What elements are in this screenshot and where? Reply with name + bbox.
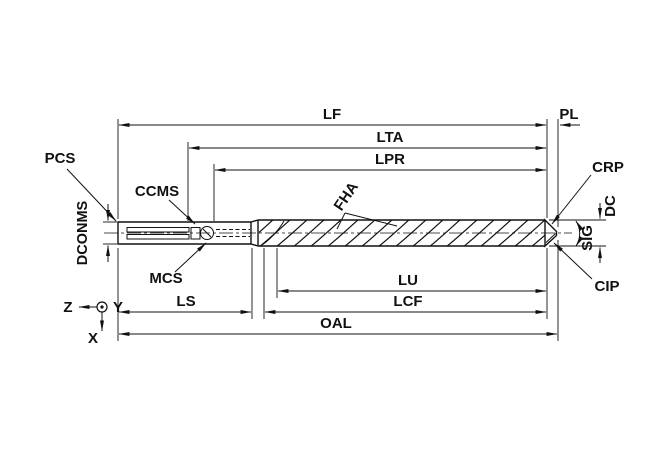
- leader-cip: [553, 242, 593, 280]
- clamping-element: [190, 227, 201, 240]
- leader-pcs: [66, 168, 117, 222]
- label-mcs: MCS: [149, 270, 182, 287]
- dim-sig-angle-arc: [575, 220, 584, 247]
- leader-fha-2: [344, 212, 398, 227]
- drill-shank: [117, 219, 259, 247]
- drill-point: [544, 218, 558, 248]
- label-lta: LTA: [377, 129, 404, 146]
- leader-crp: [551, 174, 592, 225]
- label-lf: LF: [323, 106, 341, 123]
- flute-runout-curve: [261, 220, 285, 246]
- dimension-lines: [106, 123, 602, 336]
- label-ccms: CCMS: [135, 183, 179, 200]
- label-pl: PL: [559, 106, 578, 123]
- shank-internal-bar-top: [126, 227, 190, 233]
- label-lpr: LPR: [375, 151, 405, 168]
- point-facet-line: [545, 233, 556, 243]
- label-sig: SIG: [579, 225, 596, 251]
- label-axis-x: X: [88, 330, 98, 347]
- leader-fha-1: [336, 212, 346, 230]
- clamping-screw-slot: [202, 228, 212, 238]
- leader-mcs: [174, 242, 207, 273]
- label-dconms: DCONMS: [75, 200, 91, 265]
- label-pcs: PCS: [45, 150, 76, 167]
- label-cip: CIP: [594, 278, 619, 295]
- drill-body: [117, 218, 558, 248]
- shank-internal-bar-bottom: [126, 234, 190, 240]
- leader-ccms: [168, 199, 196, 225]
- label-dc: DC: [602, 195, 619, 217]
- label-lu: LU: [398, 272, 418, 289]
- label-ls: LS: [176, 293, 195, 310]
- flute-helix-pattern: [259, 220, 545, 246]
- coordinate-axes: Z Y X: [63, 299, 123, 347]
- clamping-screw: [200, 226, 214, 240]
- dimension-labels: LF PL LTA LPR PCS CCMS DCONMS MCS FHA CR…: [45, 106, 624, 332]
- label-lcf: LCF: [393, 293, 422, 310]
- label-axis-y: Y: [113, 299, 123, 316]
- label-axis-z: Z: [63, 299, 72, 316]
- label-crp: CRP: [592, 159, 624, 176]
- drill-flutes: [257, 219, 545, 247]
- y-axis-dot: [100, 305, 104, 309]
- leader-lines: [66, 168, 593, 280]
- label-oal: OAL: [320, 315, 352, 332]
